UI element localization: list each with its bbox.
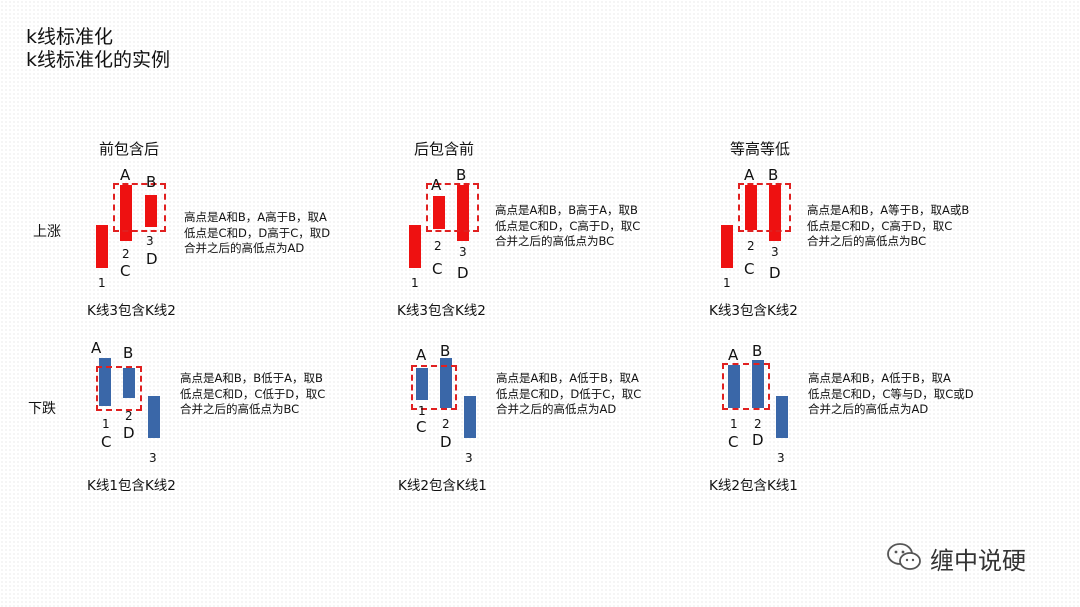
candle-2 [120,185,132,241]
description-up-equal: 高点是A和B，A等于B，取A或B 低点是C和D，C高于D，取C 合并之后的高低点… [807,203,970,248]
label-B: B [456,166,467,184]
description-down-back: 高点是A和B，A低于B，取A 低点是C和D，D低于C，取C 合并之后的高低点为A… [496,371,642,416]
candle-1 [728,365,740,408]
label-C: C [728,433,739,451]
description-up-front: 高点是A和B，A高于B，取A 低点是C和D，D高于C，取D 合并之后的高低点为A… [184,210,331,255]
candle-1 [416,368,428,400]
page-subtitle: k线标准化的实例 [26,49,171,71]
candle-1 [99,358,111,406]
description-up-back: 高点是A和B，B高于A，取B 低点是C和D，C高于D，取C 合并之后的高低点为B… [495,203,641,248]
label-B: B [752,342,763,360]
candle-2 [752,360,764,408]
merge-box [96,366,142,411]
label-n1: 1 [418,404,426,418]
label-n2: 2 [442,417,450,431]
candle-1 [409,225,421,268]
label-C: C [416,418,427,436]
header-back-contains-front: 后包含前 [414,140,475,158]
candle-2 [745,185,757,230]
caption-down-back: K线2包含K线1 [398,478,487,494]
candle-1 [721,225,733,268]
candle-1 [96,225,108,268]
label-n3: 3 [459,245,467,259]
label-n2: 2 [754,417,762,431]
label-n3: 3 [149,451,157,465]
label-D: D [752,431,764,449]
label-n1: 1 [98,276,106,290]
candle-3 [464,396,476,438]
merge-box [738,183,791,232]
label-C: C [120,262,131,280]
candle-3 [776,396,788,438]
label-D: D [123,424,135,442]
caption-up-equal: K线3包含K线2 [709,303,798,319]
label-B: B [440,342,451,360]
merge-box [113,183,166,232]
label-D: D [440,433,452,451]
wechat-icon [886,542,922,576]
label-A: A [728,346,739,364]
label-A: A [744,166,755,184]
label-n2: 2 [434,239,442,253]
merge-box [411,365,457,410]
merge-box [722,363,770,410]
label-A: A [416,346,427,364]
candle-2 [123,368,135,398]
candle-2 [433,196,445,229]
label-n3: 3 [777,451,785,465]
candle-3 [769,185,781,241]
label-n1: 1 [723,276,731,290]
label-C: C [744,260,755,278]
header-equal-high-low: 等高等低 [730,140,791,158]
label-B: B [768,166,779,184]
label-n2: 2 [747,239,755,253]
watermark-text: 缠中说硬 [930,547,1026,575]
description-down-equal: 高点是A和B，A低于B，取A 低点是C和D，C等与D，取C或D 合并之后的高低点… [808,371,974,416]
label-n1: 1 [411,276,419,290]
label-A: A [91,339,102,357]
description-down-front: 高点是A和B，B低于A，取B 低点是C和D，C低于D，取C 合并之后的高低点为B… [180,371,326,416]
label-B: B [146,173,157,191]
label-n2: 2 [125,409,133,423]
caption-up-back: K线3包含K线2 [397,303,486,319]
label-D: D [146,250,158,268]
watermark: 缠中说硬 [886,541,1026,576]
label-n3: 3 [146,234,154,248]
caption-down-front: K线1包含K线2 [87,478,176,494]
candle-2 [440,358,452,408]
candle-3 [145,195,157,227]
label-C: C [101,433,112,451]
caption-down-equal: K线2包含K线1 [709,478,798,494]
label-n3: 3 [771,245,779,259]
page-title: k线标准化 [26,26,114,48]
header-front-contains-back: 前包含后 [99,140,160,158]
row-label-up: 上涨 [33,224,61,240]
row-label-down: 下跌 [28,401,56,417]
label-n3: 3 [465,451,473,465]
label-A: A [120,166,131,184]
merge-box [426,183,479,232]
label-C: C [432,260,443,278]
label-A: A [431,176,442,194]
label-n1: 1 [730,417,738,431]
label-B: B [123,344,134,362]
label-D: D [769,264,781,282]
caption-up-front: K线3包含K线2 [87,303,176,319]
label-n1: 1 [102,417,110,431]
candle-3 [148,396,160,438]
candle-3 [457,185,469,241]
label-n2: 2 [122,247,130,261]
label-D: D [457,264,469,282]
